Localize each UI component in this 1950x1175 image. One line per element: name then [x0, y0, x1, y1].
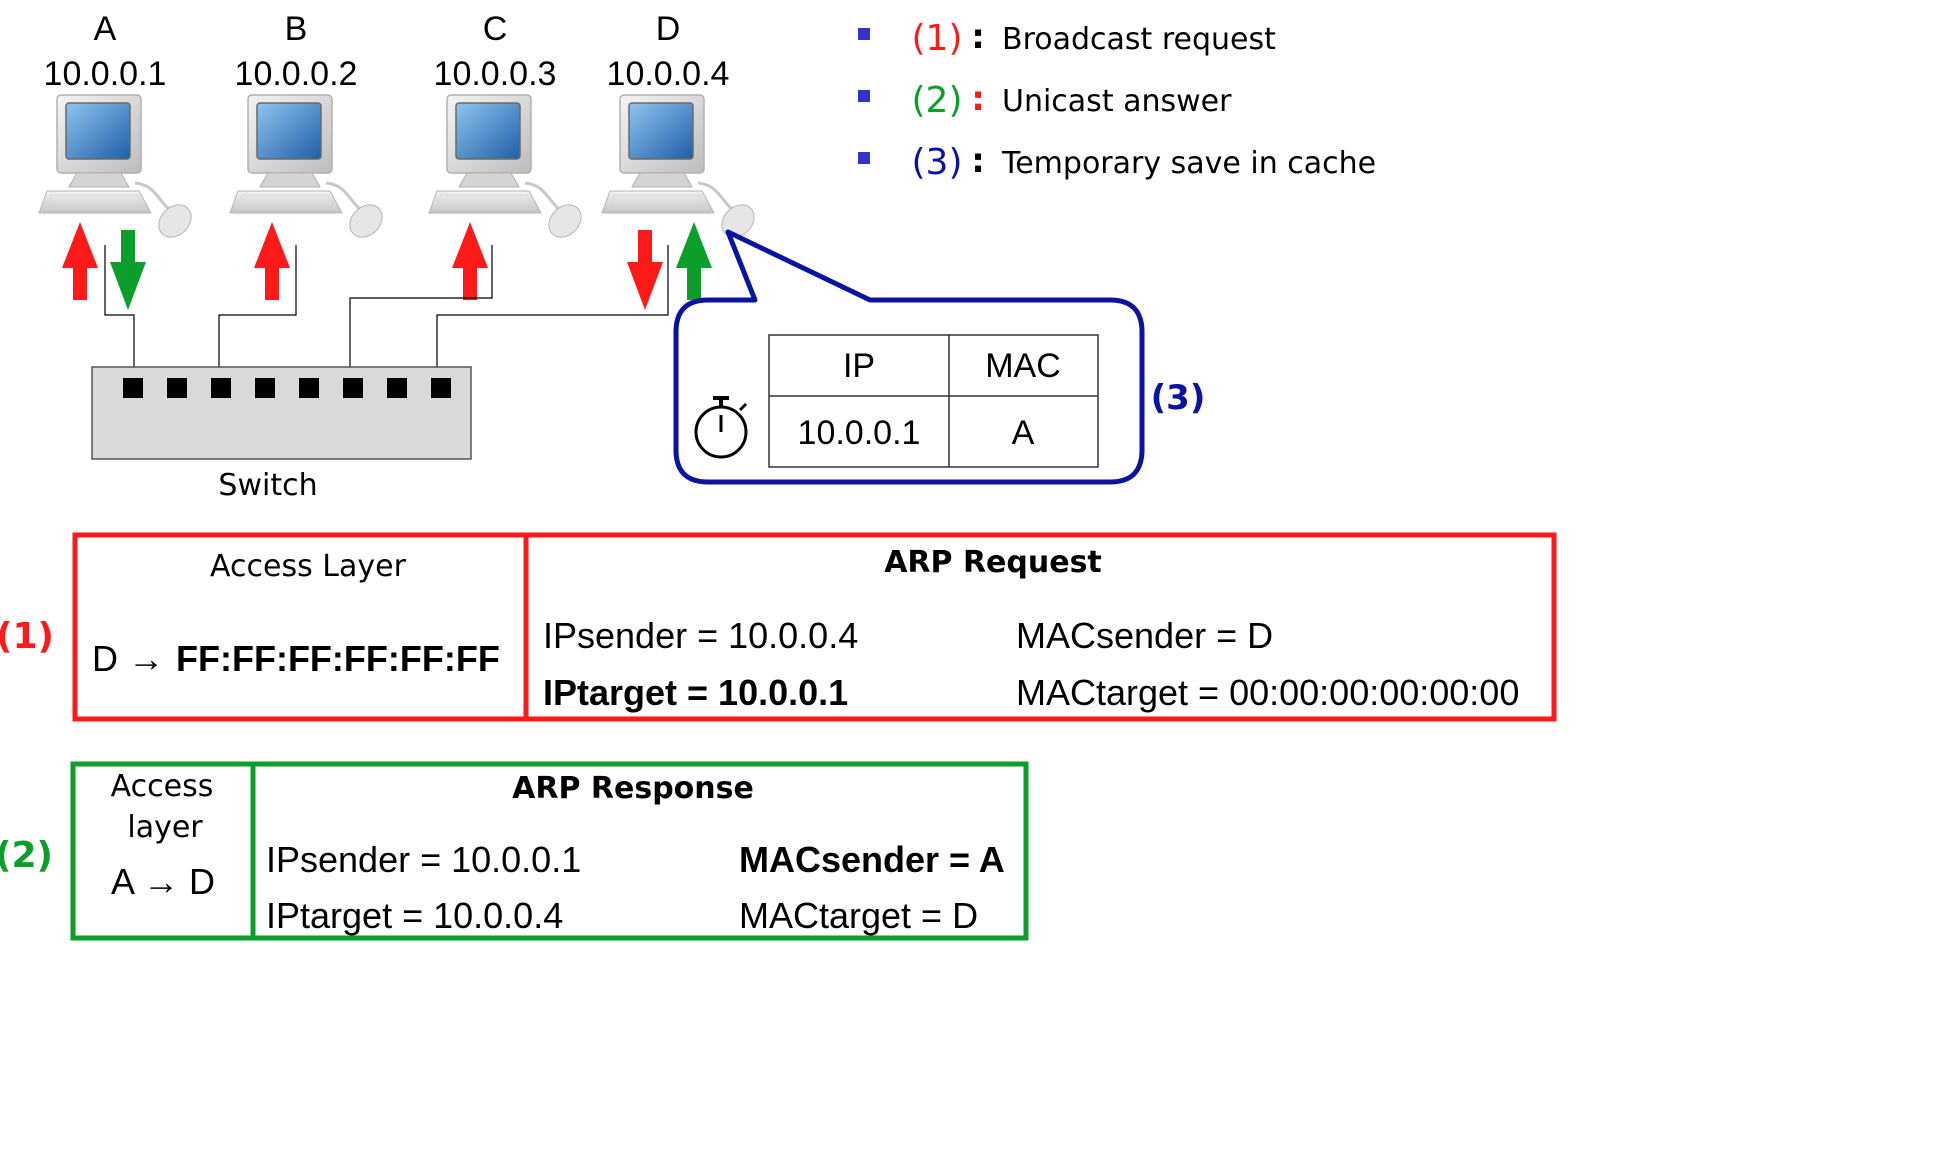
legend-bullet-icon	[858, 28, 870, 40]
response-access-title-1: Access	[111, 769, 214, 804]
arrow-down-red-icon	[627, 230, 663, 310]
switch-port	[343, 378, 363, 398]
legend-separator: :	[971, 141, 985, 181]
request-access-route: D → FF:FF:FF:FF:FF:FF	[92, 638, 500, 679]
wire-b	[218, 245, 297, 385]
host-ip: 10.0.0.4	[607, 55, 730, 93]
request-access-title: Access Layer	[210, 549, 407, 584]
arrow-up-red-icon	[452, 222, 488, 300]
response-title: ARP Response	[512, 771, 754, 806]
wire-a	[104, 245, 135, 385]
host-name: A	[94, 10, 117, 48]
request-access-from: D →	[92, 638, 164, 679]
legend-text: Unicast answer	[1002, 84, 1232, 119]
arrow-up-green-icon	[676, 222, 712, 300]
legend-separator: :	[971, 79, 985, 119]
cache-header-mac: MAC	[985, 347, 1061, 385]
cache-cell-mac: A	[1012, 414, 1035, 452]
response-ip-sender: IPsender = 10.0.0.1	[266, 839, 581, 880]
arrow-up-red-icon	[254, 222, 290, 300]
legend-item: (2): Unicast answer	[858, 79, 1232, 121]
legend-number: (1)	[912, 18, 963, 59]
legend: (1):Broadcast request(2):Unicast answer(…	[858, 17, 1376, 183]
switch-port	[387, 378, 407, 398]
host-a: A 10.0.0.1	[37, 10, 200, 310]
host-b: B 10.0.0.2	[228, 10, 391, 300]
request-title: ARP Request	[884, 545, 1102, 580]
host-name: D	[656, 10, 681, 48]
legend-number: (3)	[912, 142, 963, 183]
host-ip: 10.0.0.1	[44, 55, 167, 93]
request-side-label: (1)	[0, 616, 54, 657]
legend-item: (3): Temporary save in cache	[858, 141, 1376, 183]
computer-icon	[228, 93, 391, 246]
response-mac-target: MACtarget = D	[739, 895, 978, 936]
switch-wires	[104, 245, 669, 385]
legend-separator: :	[971, 17, 985, 57]
cache-cell-ip: 10.0.0.1	[798, 414, 921, 452]
switch-port	[123, 378, 143, 398]
wire-c	[349, 245, 493, 385]
host-c: C 10.0.0.3	[427, 10, 590, 300]
switch-port	[255, 378, 275, 398]
wire-d	[436, 245, 669, 385]
response-side-label: (2)	[0, 835, 53, 876]
legend-number: (2)	[912, 80, 963, 121]
request-mac-sender: MACsender = D	[1016, 615, 1273, 656]
host-d: D 10.0.0.4	[600, 10, 763, 310]
switch-label: Switch	[218, 468, 317, 503]
arp-request-frame: (1) Access Layer D → FF:FF:FF:FF:FF:FF AR…	[0, 532, 1557, 722]
arrow-up-red-icon	[62, 222, 98, 300]
host-name: B	[285, 10, 308, 48]
cache-callout: IP MAC 10.0.0.1 A (3)	[673, 229, 1206, 485]
response-mac-sender: MACsender = A	[739, 839, 1005, 880]
computer-icon	[600, 93, 763, 246]
legend-item: (1): Broadcast request	[858, 17, 1276, 59]
response-access-title-2: layer	[127, 810, 203, 845]
host-ip: 10.0.0.3	[434, 55, 557, 93]
request-ip-sender: IPsender = 10.0.0.4	[543, 615, 858, 656]
legend-bullet-icon	[858, 90, 870, 102]
request-mac-target: MACtarget = 00:00:00:00:00:00	[1016, 672, 1519, 713]
legend-text: Temporary save in cache	[1001, 146, 1376, 181]
arrow-down-green-icon	[110, 230, 146, 310]
cache-header-ip: IP	[843, 347, 875, 385]
callout-label: (3)	[1151, 378, 1206, 418]
switch-port	[211, 378, 231, 398]
stopwatch-icon	[694, 396, 748, 459]
request-ip-target: IPtarget = 10.0.0.1	[543, 672, 848, 713]
response-access-route: A → D	[111, 861, 215, 902]
legend-bullet-icon	[858, 152, 870, 164]
switch-port	[431, 378, 451, 398]
computer-icon	[37, 93, 200, 246]
switch-port	[167, 378, 187, 398]
legend-text: Broadcast request	[1002, 22, 1276, 57]
response-ip-target: IPtarget = 10.0.0.4	[266, 895, 563, 936]
computer-icon	[427, 93, 590, 246]
host-name: C	[483, 10, 508, 48]
host-ip: 10.0.0.2	[235, 55, 358, 93]
switch-port	[299, 378, 319, 398]
arp-cache-table	[768, 334, 1099, 468]
network-switch: Switch	[91, 366, 472, 503]
arp-response-frame: (2) Access layer A → D ARP Response IPse…	[0, 761, 1029, 941]
request-access-to: FF:FF:FF:FF:FF:FF	[176, 638, 500, 679]
